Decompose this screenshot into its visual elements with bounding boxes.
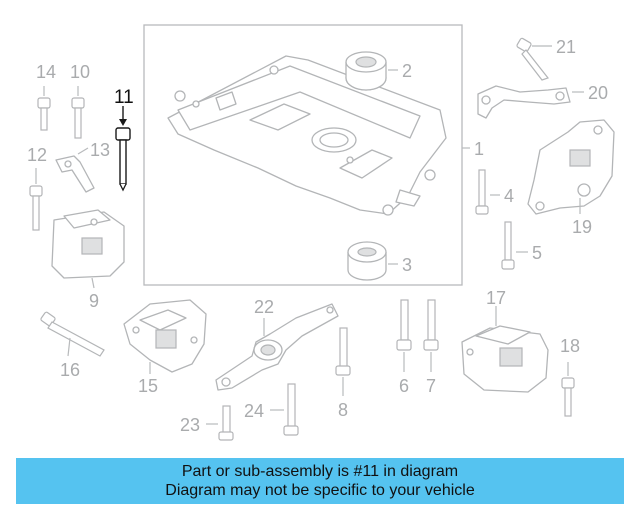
bolt-part-12[interactable]	[29, 185, 43, 231]
bolt-part-23[interactable]	[218, 405, 234, 441]
callout-6: 6	[399, 376, 409, 396]
callout-23: 23	[180, 415, 200, 435]
callout-5: 5	[532, 243, 542, 263]
mount-part-19[interactable]	[527, 119, 615, 215]
transmission-mount-part-17[interactable]	[461, 325, 549, 393]
callout-8: 8	[338, 400, 348, 420]
callout-10: 10	[70, 62, 90, 82]
subframe-frame-box	[143, 24, 463, 286]
torque-rod-part-22[interactable]	[215, 303, 339, 391]
mount-part-15[interactable]	[123, 299, 207, 373]
callout-17: 17	[486, 288, 506, 308]
bolt-part-24[interactable]	[283, 383, 299, 436]
parts-diagram: 1 2 3 4 5 6 7	[27, 24, 615, 441]
callout-3: 3	[402, 255, 412, 275]
link-arm-part-20[interactable]	[477, 85, 571, 119]
bolt-part-5[interactable]	[501, 221, 515, 270]
callout-16: 16	[60, 360, 80, 380]
banner-line-part-number: Part or sub-assembly is #11 in diagram	[181, 463, 459, 480]
info-banner: Part or sub-assembly is #11 in diagram D…	[16, 458, 624, 504]
bolt-part-7[interactable]	[423, 299, 439, 351]
callout-19: 19	[572, 217, 592, 237]
callout-24: 24	[244, 401, 264, 421]
callout-7: 7	[426, 376, 436, 396]
bolt-part-8[interactable]	[335, 327, 351, 376]
bushing-part-2[interactable]	[345, 51, 387, 91]
callout-22: 22	[254, 297, 274, 317]
bolt-part-6[interactable]	[396, 299, 412, 351]
callout-20: 20	[588, 83, 608, 103]
callout-15: 15	[138, 376, 158, 396]
bracket-part-13[interactable]	[55, 155, 95, 193]
banner-line-disclaimer: Diagram may not be specific to your vehi…	[165, 482, 475, 499]
bolt-part-18[interactable]	[561, 377, 575, 417]
bushing-part-3[interactable]	[347, 241, 387, 281]
callout-13: 13	[90, 140, 110, 160]
bolt-part-14[interactable]	[37, 97, 51, 131]
callout-9: 9	[89, 291, 99, 311]
bolt-part-16[interactable]	[40, 311, 105, 357]
subframe-part[interactable]	[167, 55, 447, 216]
bolt-part-11[interactable]	[115, 127, 131, 192]
callout-11: 11	[114, 87, 134, 108]
callout-21: 21	[556, 37, 576, 57]
bolt-part-4[interactable]	[475, 169, 489, 215]
bolt-part-21[interactable]	[516, 37, 549, 81]
bolt-part-10[interactable]	[71, 97, 85, 139]
callout-1: 1	[474, 139, 484, 159]
engine-mount-part-9[interactable]	[51, 209, 125, 279]
callout-14: 14	[36, 62, 56, 82]
callout-4: 4	[504, 186, 514, 206]
callout-2: 2	[402, 61, 412, 81]
callout-12: 12	[27, 145, 47, 165]
callout-18: 18	[560, 336, 580, 356]
